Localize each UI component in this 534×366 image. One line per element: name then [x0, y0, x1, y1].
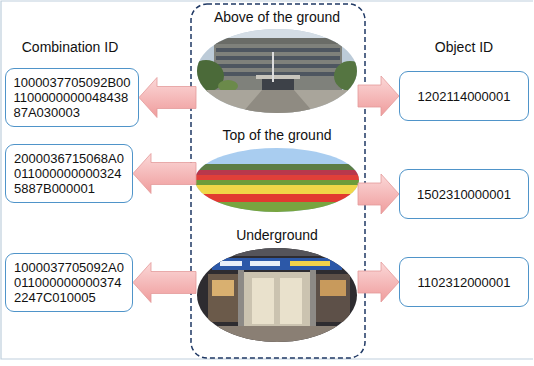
page-frame [1, 1, 533, 359]
photo-heading: Top of the ground [196, 126, 358, 144]
building-photo [188, 25, 370, 120]
photo-panel: Underground [196, 226, 358, 344]
id-box: 1000037705092A0 011000000000374 2247C010… [5, 253, 133, 312]
id-text: 1000037705092B00 1100000000048438 87A030… [13, 75, 130, 120]
block-arrow [139, 78, 196, 118]
photo-heading: Underground [196, 226, 358, 244]
block-arrow [358, 76, 399, 116]
id-box: 2000036715068A0 011000000000324 5887B000… [5, 144, 133, 203]
photo-heading: Above of the ground [196, 8, 358, 26]
block-arrow [358, 262, 399, 302]
photo-panel: Top of the ground [196, 126, 358, 216]
id-box: 1502310000001 [399, 169, 529, 219]
id-box: 1102312000001 [399, 257, 529, 307]
block-arrow [133, 154, 196, 194]
block-arrow [133, 263, 196, 303]
underground-shop-photo [190, 244, 370, 346]
id-text: 2000036715068A0 011000000000324 5887B000… [14, 151, 124, 196]
id-box: 1000037705092B00 1100000000048438 87A030… [5, 68, 139, 127]
id-box: 1202114000001 [399, 71, 529, 121]
id-text: 1202114000001 [417, 89, 510, 104]
id-text: 1502310000001 [417, 187, 511, 202]
photo-panel: Above of the ground [196, 8, 358, 114]
tulip-field-photo [190, 146, 370, 216]
id-text: 1102312000001 [417, 275, 510, 290]
block-arrow [358, 174, 399, 214]
column-heading: Combination ID [5, 38, 135, 56]
id-text: 1000037705092A0 011000000000374 2247C010… [14, 260, 124, 305]
column-heading: Object ID [399, 38, 529, 56]
